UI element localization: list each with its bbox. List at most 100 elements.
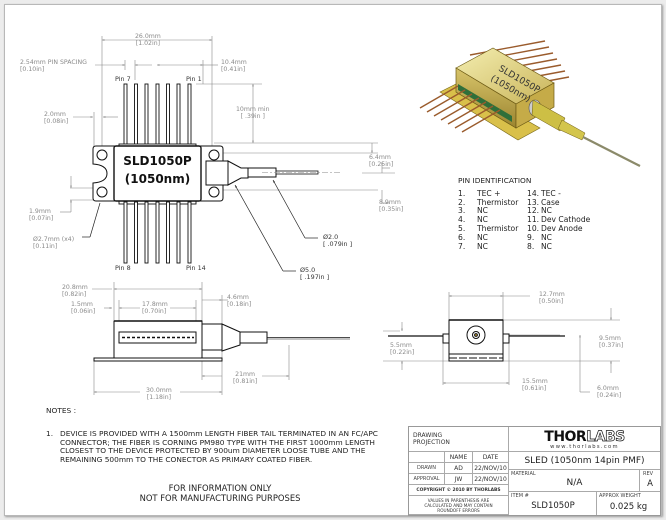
approval-date: 22/NOV/10	[473, 474, 509, 485]
pin-name: NC	[541, 241, 552, 251]
drawn-label: DRAWN	[409, 463, 445, 474]
front-view	[383, 292, 620, 393]
top-view	[60, 36, 395, 272]
disclaimer-line1: FOR INFORMATION ONLY	[168, 483, 272, 493]
dim-lead-length: 10mm min	[236, 106, 270, 113]
dim-window-offset: 1.5mm	[71, 301, 93, 308]
rev-value: A	[647, 479, 653, 489]
dim-front-height-in: [0.37in]	[599, 342, 624, 349]
item-label: ITEM #	[511, 493, 529, 499]
pin-num: 3.	[458, 206, 466, 216]
title-block: DRAWING PROJECTION NAME DATE DRAWN AD 22…	[408, 426, 661, 516]
projection-label: DRAWING PROJECTION	[413, 432, 450, 446]
dim-tube-diameter-small: Ø2.0	[323, 233, 339, 241]
pin-name: NC	[541, 206, 552, 216]
approval-name: JW	[445, 474, 473, 485]
dim-boot-length-in: [0.81in]	[233, 378, 258, 385]
pin-name: Dev Anode	[541, 223, 583, 233]
pin-num: 14.	[527, 188, 540, 198]
body-label-line2: (1050nm)	[124, 172, 191, 186]
logo-thor: THOR	[544, 429, 587, 445]
website: www.thorlabs.com	[550, 444, 619, 450]
pin-name: Case	[541, 197, 560, 207]
dim-tube-diameter-small-in: [ .079in ]	[323, 240, 353, 248]
dim-edge-to-pin-in: [0.41in]	[221, 66, 246, 73]
pin-num: 9.	[527, 232, 535, 242]
dim-pin-spacing: 2.54mm PIN SPACING	[20, 59, 87, 66]
col-date-header: DATE	[473, 452, 509, 463]
dim-hole-diameter-in: [0.11in]	[33, 243, 58, 250]
dim-tube-diameter-large-in: [ .197in ]	[300, 273, 330, 281]
pin-num: 7.	[458, 241, 466, 251]
pin-name: NC	[477, 232, 488, 242]
dim-window-offset-in: [0.06in]	[71, 308, 96, 315]
dim-fiber-offset-b-in: [0.35in]	[379, 206, 404, 213]
pin-num: 6.	[458, 232, 466, 242]
dim-hole-offset-in: [0.07in]	[29, 215, 54, 222]
disclaimer: FOR INFORMATION ONLY NOT FOR MANUFACTURI…	[100, 483, 340, 503]
pin-14-label: Pin 14	[186, 264, 206, 272]
dim-flange-width: 15.5mm	[522, 378, 548, 385]
pin-identification-title: PIN IDENTIFICATION	[458, 176, 532, 185]
pin-name: NC	[477, 241, 488, 251]
note-text: DEVICE IS PROVIDED WITH A 1500mm LENGTH …	[60, 429, 378, 464]
dim-pin-spacing-in: [0.10in]	[20, 66, 45, 73]
disclaimer-line2: NOT FOR MANUFACTURING PURPOSES	[139, 493, 301, 503]
side-view	[92, 282, 350, 395]
dim-flange-length: 30.0mm	[146, 387, 172, 394]
dim-fiber-offset-a: 6.4mm	[369, 154, 391, 161]
dim-boot-length: 21mm	[235, 371, 256, 378]
dim-overall-length-in: [1.02in]	[135, 40, 161, 47]
dim-lead-height: 5.5mm	[390, 342, 412, 349]
dim-window-length: 17.8mm	[142, 301, 168, 308]
drawn-date: 22/NOV/10	[473, 463, 509, 474]
dim-flange-width-in: [0.61in]	[522, 385, 547, 392]
pin-1-label: Pin 1	[186, 75, 202, 83]
pin-row: 7. NC 8. NC	[458, 241, 590, 252]
note-number: 1.	[46, 429, 54, 438]
dim-fiber-height-in: [0.24in]	[597, 392, 622, 399]
dim-fiber-offset-a-in: [0.25in]	[369, 161, 394, 168]
dim-front-height: 9.5mm	[599, 335, 621, 342]
dim-body-length-in: [0.82in]	[62, 291, 87, 298]
pin-name: Thermistor	[477, 197, 519, 207]
item-value: SLD1050P	[531, 501, 575, 511]
dim-window-length-in: [0.70in]	[142, 308, 167, 315]
pin-num: 5.	[458, 223, 466, 233]
pin-num: 4.	[458, 215, 466, 225]
pin-num: 8.	[527, 241, 535, 251]
dim-hole-offset: 1.9mm	[29, 208, 51, 215]
pin-name: Dev Cathode	[541, 215, 591, 225]
pin-7-label: Pin 7	[115, 75, 131, 83]
approval-label: APPROVAL	[409, 474, 445, 485]
dim-lead-length-in: [ .39in ]	[240, 113, 265, 120]
weight-label: APPROX WEIGHT	[599, 493, 641, 499]
pin-num: 10.	[527, 223, 540, 233]
pin-name: NC	[477, 215, 488, 225]
pin-name: TEC +	[477, 188, 501, 198]
notes-heading: NOTES :	[46, 406, 77, 415]
pin-num: 12.	[527, 206, 540, 216]
drawn-name: AD	[445, 463, 473, 474]
dim-flange-length-in: [1.18in]	[146, 394, 172, 401]
pin-num: 2.	[458, 197, 466, 207]
dim-lead-height-in: [0.22in]	[390, 349, 415, 356]
dim-nose-length: 4.6mm	[227, 294, 249, 301]
dim-body-length: 20.8mm	[62, 284, 88, 291]
pin-8-label: Pin 8	[115, 264, 131, 272]
dim-fiber-offset-b: 8.9mm	[379, 199, 401, 206]
dim-edge-to-pin: 10.4mm	[221, 59, 247, 66]
dim-hole-diameter: Ø2.7mm (x4)	[33, 236, 75, 243]
dim-tube-diameter-large: Ø5.0	[300, 266, 316, 274]
dim-overall-length: 26.0mm	[135, 33, 161, 40]
dim-flange-offset-in: [0.08in]	[44, 118, 69, 125]
pin-name: Thermistor	[477, 223, 519, 233]
pin-num: 13.	[527, 197, 540, 207]
pin-name: TEC -	[541, 188, 561, 198]
dim-front-width: 12.7mm	[539, 291, 565, 298]
